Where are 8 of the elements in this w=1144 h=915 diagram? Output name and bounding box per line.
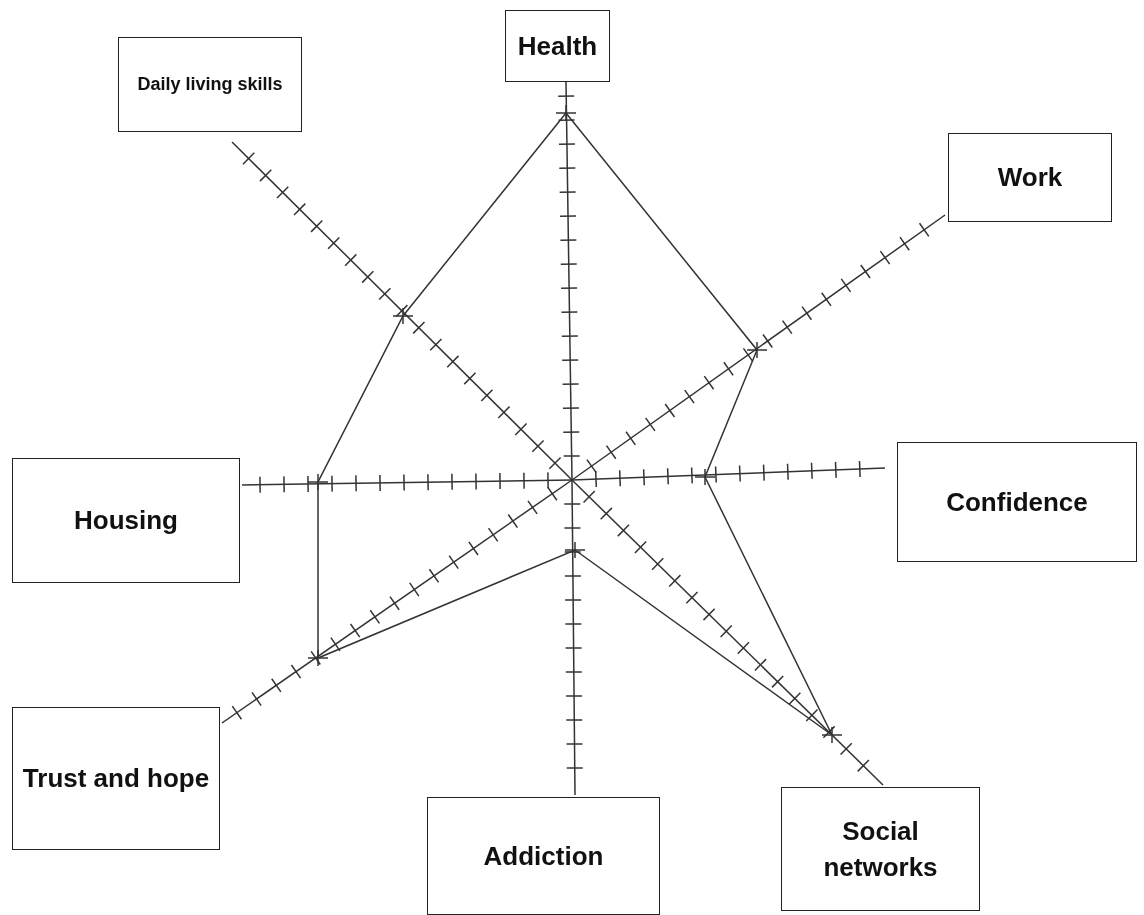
label-box: Housing: [12, 458, 240, 583]
label-box: Social networks: [781, 787, 980, 911]
label-box: Health: [505, 10, 610, 82]
label-box: Trust and hope: [12, 707, 220, 850]
label-box: Daily living skills: [118, 37, 302, 132]
label-box: Addiction: [427, 797, 660, 915]
label-box: Confidence: [897, 442, 1137, 562]
label-box: Work: [948, 133, 1112, 222]
